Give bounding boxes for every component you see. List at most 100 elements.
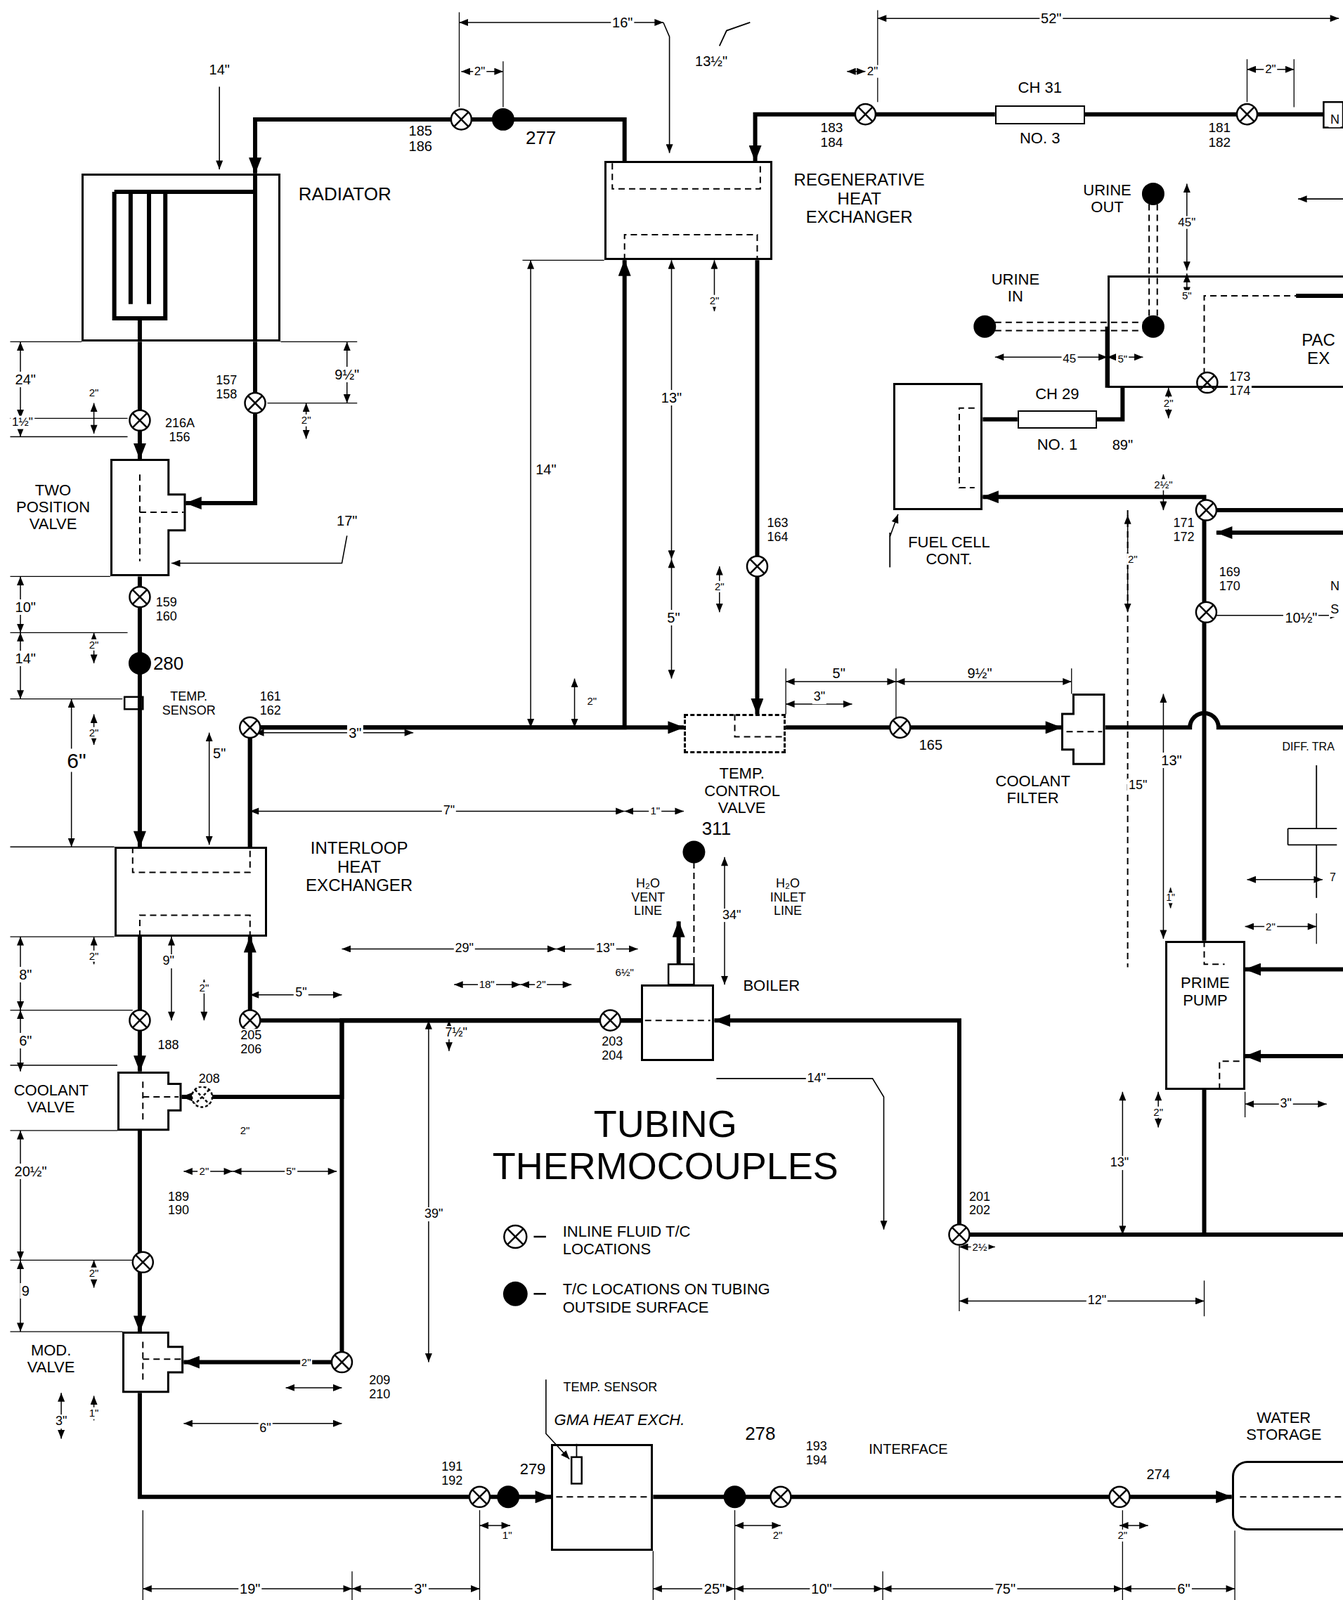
dimension-text: 29" xyxy=(453,942,475,957)
dimension-text: S xyxy=(1328,602,1341,618)
dimension-text: 8" xyxy=(17,967,34,983)
drawing-part xyxy=(331,1352,353,1373)
drawing-part xyxy=(453,112,469,127)
surface-thermocouple xyxy=(723,1485,747,1509)
surface-thermocouple xyxy=(496,1485,520,1509)
extension-line xyxy=(522,260,604,261)
dimension-text: 6" xyxy=(17,1033,34,1049)
dimension-text: 278 xyxy=(743,1423,777,1445)
extension-line xyxy=(881,1571,883,1600)
extension-line xyxy=(1246,59,1248,102)
dimension-line xyxy=(735,1525,781,1527)
callout-number: 216A 156 xyxy=(163,416,196,445)
drawing-part xyxy=(1108,1487,1130,1508)
dimension-text: 6" xyxy=(1175,1581,1192,1597)
dimension-text: 14" xyxy=(534,461,558,478)
extension-line xyxy=(10,1331,123,1332)
filter-body: COOLANT FILTER xyxy=(1061,693,1105,766)
heat-exchanger: GMA HEAT EXCH. xyxy=(550,1444,653,1552)
callout-number: H₂O INLET LINE xyxy=(768,877,808,919)
flow-meter: CH 31NO. 3 xyxy=(995,105,1086,126)
dimension-text: 274 xyxy=(1144,1466,1171,1483)
dimension-line xyxy=(170,936,173,1021)
dimension-text: 1" xyxy=(648,805,662,818)
flow-meter: CH 29NO. 1 xyxy=(1017,410,1098,429)
dimension-text: 188 xyxy=(156,1039,181,1054)
coolant-line xyxy=(252,173,258,343)
callout-number: 183 184 xyxy=(819,120,845,151)
coolant-line xyxy=(250,727,684,847)
hidden-line xyxy=(612,163,761,189)
callout-number: 181 182 xyxy=(1206,120,1232,151)
dimension-text: 39" xyxy=(423,1207,445,1222)
thermocouple-symbol xyxy=(129,586,150,608)
dimension-text: 2" xyxy=(198,1165,211,1178)
coolant-line xyxy=(128,191,133,305)
dimension-text: 1" xyxy=(87,1407,101,1420)
node-label: INTERLOOP HEAT EXCHANGER xyxy=(304,839,414,896)
extension-line xyxy=(267,402,358,404)
coolant-line xyxy=(1105,713,1343,728)
dimension-text: 45" xyxy=(1176,215,1197,230)
node-label: COOLANT VALVE xyxy=(12,1082,90,1117)
dimension-text: 9½" xyxy=(966,665,994,681)
heat-exchanger: INTERLOOP HEAT EXCHANGER xyxy=(114,846,268,937)
drawing-part xyxy=(1112,1489,1127,1504)
hidden-line xyxy=(132,846,251,873)
boiler-box: BOILER xyxy=(640,984,715,1062)
thermocouple-symbol xyxy=(239,1010,261,1031)
drawing-part xyxy=(135,1255,150,1270)
coolant-line xyxy=(785,725,1062,730)
hidden-line xyxy=(995,329,1150,332)
dimension-text: 25" xyxy=(702,1581,726,1597)
dimension-text: INTERFACE xyxy=(867,1441,949,1457)
coolant-line xyxy=(1085,112,1325,117)
coolant-line xyxy=(1245,1054,1343,1059)
dimension-text: 14" xyxy=(208,61,232,78)
fuel-cell-box: FUEL CELL CONT. xyxy=(893,383,984,511)
thermocouple-symbol xyxy=(600,1010,621,1031)
dimension-text: 13" xyxy=(1108,1156,1131,1171)
dimension-text: 13" xyxy=(1159,752,1183,769)
drawing-part xyxy=(1236,104,1258,125)
drawing-part xyxy=(1196,500,1217,521)
callout-number: 163 164 xyxy=(765,516,790,545)
dimension-text: 5" xyxy=(665,610,681,626)
thermocouple-symbol xyxy=(1196,602,1217,623)
coolant-line xyxy=(1245,967,1343,972)
valve-outline xyxy=(118,1072,180,1130)
extension-line xyxy=(1293,59,1295,107)
coolant-line xyxy=(754,260,759,715)
hidden-line xyxy=(139,474,141,561)
extension-line xyxy=(10,936,115,937)
extension-line xyxy=(280,341,358,343)
hidden-line xyxy=(1204,941,1225,965)
extension-line xyxy=(1203,1280,1205,1317)
legend-symbol xyxy=(503,1225,547,1249)
dimension-text: 45 xyxy=(1061,352,1078,367)
coolant-line xyxy=(676,921,681,965)
pump-box: PRIME PUMP xyxy=(1165,941,1245,1091)
thermocouple-symbol xyxy=(1196,500,1217,521)
dimension-text: 1" xyxy=(1164,892,1177,904)
thermocouple-symbol xyxy=(770,1487,791,1508)
node-label: COOLANT FILTER xyxy=(994,773,1072,807)
thermocouple-symbol xyxy=(129,1010,150,1031)
valve-body: MOD. VALVE xyxy=(122,1331,184,1393)
dimension-text: N xyxy=(1328,579,1341,594)
dimension-text: 2½ xyxy=(971,1241,989,1254)
callout-number: 209 210 xyxy=(367,1373,392,1403)
dimension-text: 7" xyxy=(442,804,457,819)
dimension-text: 9" xyxy=(160,954,175,969)
valve-body: COOLANT VALVE xyxy=(117,1071,182,1131)
hidden-line xyxy=(1239,1496,1343,1498)
thermocouple-group xyxy=(128,104,1258,1509)
thermocouple-symbol xyxy=(451,108,472,130)
dimension-text: 52" xyxy=(1039,10,1063,27)
dimension-line xyxy=(208,732,211,846)
surface-thermocouple xyxy=(1142,315,1165,339)
thermocouple-symbol xyxy=(503,1225,527,1249)
dimension-text: 14" xyxy=(14,650,38,667)
